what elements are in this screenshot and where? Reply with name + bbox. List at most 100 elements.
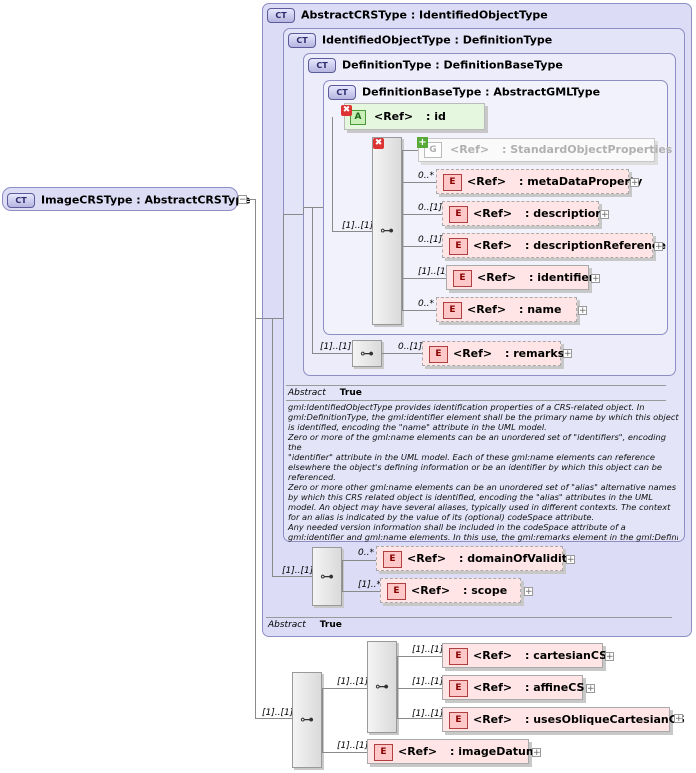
connector-line bbox=[402, 278, 446, 279]
sequence-multiplicity: [1]..[1] bbox=[262, 708, 294, 718]
definition-base-type-label: DefinitionBaseType : AbstractGMLType bbox=[362, 85, 601, 99]
uses-oblique-cartesian-cs-multiplicity: [1]..[1] bbox=[412, 709, 444, 719]
definition-base-sequence[interactable]: ⊶ bbox=[372, 137, 402, 325]
cs-choice[interactable]: ⊶ bbox=[367, 641, 397, 733]
element-name: : imageDatum bbox=[450, 745, 538, 758]
group-badge: G bbox=[424, 142, 442, 158]
expand-toggle[interactable]: + bbox=[605, 652, 614, 662]
doc-line: Any needed version information shall be … bbox=[288, 522, 626, 532]
element-description-reference[interactable]: E<Ref>: descriptionReference bbox=[442, 233, 666, 258]
doc-line: gml:DefinitionType, the gml:identifier e… bbox=[288, 412, 679, 422]
connector-line bbox=[312, 207, 313, 353]
crs-sequence[interactable]: ⊶ bbox=[312, 547, 342, 606]
expand-toggle[interactable]: + bbox=[578, 306, 587, 316]
element-affine-cs[interactable]: E<Ref>: affineCS bbox=[442, 675, 585, 700]
expand-toggle[interactable]: + bbox=[563, 349, 572, 359]
affine-cs-multiplicity: [1]..[1] bbox=[412, 677, 444, 687]
sequence-multiplicity: [1]..[1] bbox=[320, 342, 352, 352]
attribute-id[interactable]: A<Ref>: id bbox=[344, 103, 485, 130]
expand-toggle[interactable]: + bbox=[600, 210, 609, 220]
connector-line bbox=[402, 214, 442, 215]
group-standard-object-properties[interactable]: G <Ref> : StandardObjectProperties bbox=[418, 138, 672, 162]
connector-line bbox=[255, 199, 256, 718]
element-domain-of-validity[interactable]: E<Ref>: domainOfValidity bbox=[376, 546, 574, 571]
connector-line bbox=[272, 576, 312, 577]
abstract-crs-type-label: AbstractCRSType : IdentifiedObjectType bbox=[301, 8, 548, 22]
element-ref: <Ref> bbox=[473, 239, 513, 252]
abstract-label: Abstract bbox=[288, 388, 326, 398]
connector-line bbox=[322, 688, 367, 689]
element-uses-oblique-cartesian-cs[interactable]: E<Ref>: usesObliqueCartesianCS bbox=[442, 707, 685, 732]
expand-toggle[interactable]: + bbox=[654, 242, 663, 252]
connector-line bbox=[397, 656, 442, 657]
group-name: : StandardObjectProperties bbox=[502, 143, 673, 156]
expand-toggle[interactable]: + bbox=[586, 684, 595, 694]
connector-line bbox=[397, 656, 398, 718]
element-badge: E bbox=[449, 711, 468, 729]
expand-toggle[interactable]: + bbox=[524, 587, 533, 597]
expand-toggle[interactable]: + bbox=[566, 555, 575, 565]
element-remarks[interactable]: E <Ref> : remarks bbox=[422, 341, 565, 366]
doc-line: "identifier" attribute in the UML model.… bbox=[288, 452, 655, 462]
complex-type-badge: CT bbox=[7, 193, 35, 208]
connector-line bbox=[332, 117, 333, 231]
definition-type-label: DefinitionType : DefinitionBaseType bbox=[342, 58, 563, 72]
element-cartesian-cs[interactable]: E<Ref>: cartesianCS bbox=[442, 643, 607, 668]
remarks-multiplicity: 0..[1] bbox=[398, 342, 423, 352]
doc-line: by which this CRS related object is iden… bbox=[288, 492, 653, 502]
meta-data-property-multiplicity: 0..* bbox=[418, 171, 434, 181]
outer-sequence[interactable]: ⊶ bbox=[292, 672, 322, 768]
identifier-multiplicity: [1]..[1] bbox=[418, 267, 450, 277]
element-name: : remarks bbox=[505, 347, 565, 360]
element-name-node[interactable]: E<Ref>: name bbox=[436, 297, 577, 322]
group-ref: <Ref> bbox=[450, 143, 490, 156]
connector-line bbox=[402, 182, 436, 183]
element-description[interactable]: E<Ref>: description bbox=[442, 201, 603, 226]
connector-line bbox=[402, 150, 420, 151]
image-datum-multiplicity: [1]..[1] bbox=[337, 741, 369, 751]
doc-line: elsewhere the object's defining informat… bbox=[288, 462, 662, 472]
element-ref: <Ref> bbox=[473, 713, 513, 726]
attribute-name: : id bbox=[426, 110, 446, 123]
element-badge: E bbox=[429, 345, 448, 363]
element-ref: <Ref> bbox=[453, 347, 493, 360]
identified-object-type-label: IdentifiedObjectType : DefinitionType bbox=[322, 33, 553, 47]
expand-toggle[interactable]: + bbox=[630, 178, 639, 188]
abstract-property: Abstract True bbox=[288, 388, 362, 398]
element-name: : scope bbox=[463, 584, 508, 597]
expand-toggle[interactable]: + bbox=[532, 748, 541, 758]
domain-of-validity-multiplicity: 0..* bbox=[358, 548, 374, 558]
element-scope[interactable]: E<Ref>: scope bbox=[380, 578, 521, 603]
connector-line bbox=[402, 246, 442, 247]
description-multiplicity: 0..[1] bbox=[418, 203, 443, 213]
element-name: : name bbox=[519, 303, 562, 316]
expand-toggle[interactable]: + bbox=[591, 274, 600, 284]
element-ref: <Ref> bbox=[473, 681, 513, 694]
element-ref: <Ref> bbox=[411, 584, 451, 597]
annotation-separator bbox=[266, 617, 672, 618]
connector-line bbox=[312, 353, 352, 354]
sequence-icon: ⊶ bbox=[300, 712, 314, 728]
element-image-datum[interactable]: E<Ref>: imageDatum bbox=[367, 739, 537, 764]
remarks-sequence[interactable]: ⊶ bbox=[352, 340, 382, 367]
element-badge: E bbox=[443, 173, 462, 191]
expand-toggle[interactable]: + bbox=[674, 714, 683, 724]
cartesian-cs-multiplicity: [1]..[1] bbox=[412, 645, 444, 655]
element-ref: <Ref> bbox=[473, 207, 513, 220]
connector-line bbox=[342, 560, 343, 591]
element-name: : affineCS bbox=[525, 681, 585, 694]
element-badge: E bbox=[449, 237, 468, 255]
collapse-toggle[interactable]: − bbox=[238, 195, 247, 205]
element-name: : metaDataProperty bbox=[519, 175, 643, 188]
scope-multiplicity: [1]..* bbox=[358, 580, 381, 590]
annotation-separator bbox=[286, 400, 666, 401]
abstract-value: True bbox=[339, 388, 362, 398]
connector-line bbox=[322, 688, 323, 752]
doc-line: gml:identifier and gml:name elements. In… bbox=[288, 532, 678, 542]
element-identifier[interactable]: E<Ref>: identifier bbox=[446, 265, 594, 290]
annotation-separator bbox=[286, 385, 666, 386]
name-multiplicity: 0..* bbox=[418, 299, 434, 309]
element-meta-data-property[interactable]: E<Ref>: metaDataProperty bbox=[436, 169, 642, 194]
element-badge: E bbox=[453, 269, 472, 287]
